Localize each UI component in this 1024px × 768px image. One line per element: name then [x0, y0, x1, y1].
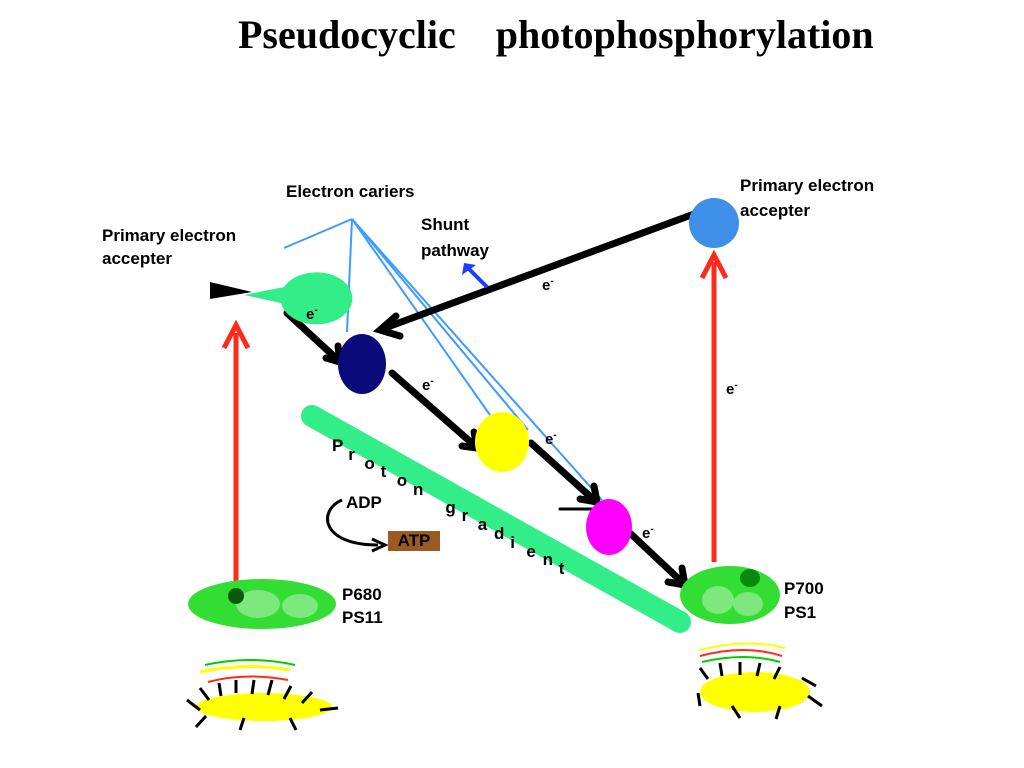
- antenna-complex-left: [186, 659, 339, 731]
- excitation-arrows: [221, 249, 729, 588]
- electron-flow-arrows: [283, 210, 698, 590]
- p700-label: P700: [784, 579, 824, 598]
- proton-gradient-char: n: [542, 550, 553, 570]
- ps11-label: PS11: [342, 608, 383, 627]
- electron-label: e-: [642, 524, 654, 542]
- proton-gradient-char: r: [461, 506, 469, 526]
- adp-atp-curve: [326, 498, 379, 547]
- electron-label: e-: [726, 380, 738, 398]
- proton-gradient-char: e: [526, 541, 536, 561]
- electron-label: e-: [422, 376, 434, 394]
- primary-acceptor-left-label-1: Primary electron: [102, 226, 237, 245]
- antenna-complex-right: [696, 642, 823, 720]
- proton-gradient-char: P: [332, 436, 344, 455]
- photosystem-i: [680, 566, 780, 624]
- proton-gradient-char: t: [380, 462, 387, 482]
- proton-gradient-char: t: [558, 559, 565, 579]
- carrier-yellow: [475, 412, 529, 472]
- electron-label: e-: [542, 276, 554, 294]
- proton-gradient-bar: [301, 405, 691, 633]
- shunt-label-2: pathway: [421, 241, 490, 260]
- atp-label: ATP: [388, 531, 440, 551]
- carrier-magenta: [586, 499, 632, 555]
- shunt-label-1: Shunt: [421, 215, 470, 234]
- primary-acceptor-right-label-2: accepter: [740, 201, 810, 220]
- adp-label: ADP: [346, 493, 382, 512]
- electron-label: e-: [545, 430, 557, 448]
- primary-acceptor-right-label-1: Primary electron: [740, 176, 875, 195]
- proton-gradient-char: i: [510, 532, 515, 552]
- proton-gradient-char: r: [348, 444, 355, 464]
- proton-gradient-char: o: [364, 453, 375, 473]
- p680-label: P680: [342, 585, 382, 604]
- carrier-navy: [338, 334, 386, 394]
- proton-gradient-char: a: [477, 515, 488, 535]
- photosystem-ii: [188, 579, 336, 629]
- ps1-label: PS1: [784, 603, 817, 622]
- proton-gradient-char: d: [494, 524, 505, 543]
- primary-acceptor-left: [210, 272, 353, 325]
- page-title: Pseudocyclic photophosphorylation: [238, 12, 874, 57]
- proton-gradient-char: o: [396, 471, 408, 491]
- proton-gradient-char: g: [445, 497, 456, 517]
- shunt-arrow: [462, 263, 489, 289]
- proton-gradient-char: n: [413, 480, 424, 499]
- primary-acceptor-right: [689, 198, 739, 248]
- electron-label: e-: [306, 305, 318, 323]
- primary-acceptor-left-label-2: accepter: [102, 249, 172, 268]
- electron-carriers-label: Electron cariers: [286, 182, 415, 201]
